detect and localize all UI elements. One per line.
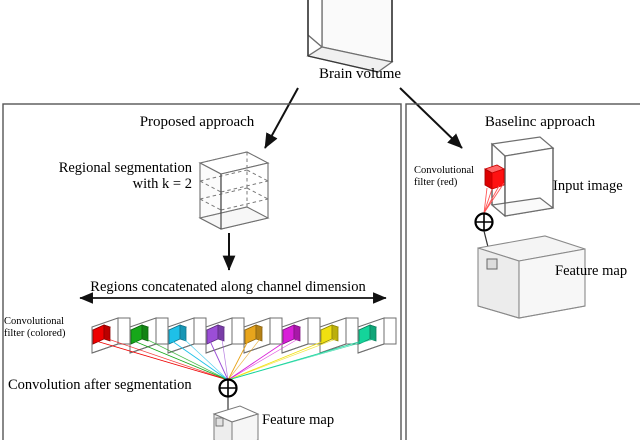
arrow-to-baseline [399, 87, 463, 149]
filter-convergence-rays [95, 338, 375, 381]
brain-volume-cube [306, 0, 394, 73]
regions-concatenated-label: Regions concatenated along channel dimen… [90, 279, 366, 295]
filter-cube-5 [243, 324, 264, 345]
region-box-8 [357, 317, 397, 354]
filter-ray-7 [227, 340, 325, 381]
regional-segmentation-label: Regional segmentation with k = 2 [58, 160, 192, 193]
filter-ray-5 [227, 340, 249, 381]
right-panel-frame [405, 103, 640, 440]
arrow-to-proposed [264, 87, 299, 149]
region-box-2 [129, 317, 169, 354]
region-filter-row [91, 317, 397, 354]
filter-ray-b-1 [107, 338, 229, 381]
feature-map-label-right: Feature map [555, 263, 628, 279]
filter-ray-b-4 [221, 338, 229, 381]
feature-map-label-left: Feature map [262, 412, 335, 428]
filter-cube-8 [357, 324, 378, 345]
conv-filter-colored-label: Convolutional filter (colored) [4, 316, 66, 339]
feature-map-cube-right [477, 235, 586, 319]
convolution-after-segmentation-label: Convolution after segmentation [8, 377, 192, 393]
segmentation-cube [198, 151, 270, 230]
filter-ray-3 [171, 340, 229, 381]
filter-ray-b-2 [145, 338, 229, 381]
filter-cube-1 [91, 324, 112, 345]
proposed-approach-title: Proposed approach [139, 114, 255, 130]
filter-ray-b-3 [183, 338, 229, 381]
baseline-approach-title: Baselinc approach [484, 114, 596, 130]
filter-cube-7 [319, 324, 340, 345]
baseline-filter-rays [483, 182, 505, 214]
filter-ray-b-7 [227, 338, 337, 381]
region-box-7 [319, 317, 359, 354]
feature-map-cube-left [212, 405, 260, 440]
filter-ray-1 [95, 340, 229, 381]
filter-ray-b-6 [227, 338, 299, 381]
left-panel-frame [2, 103, 402, 440]
filter-cube-3 [167, 324, 188, 345]
input-image-label: Input image [553, 178, 623, 194]
region-box-3 [167, 317, 207, 354]
conv-filter-red-label: Convolutional filter (red) [414, 165, 475, 188]
filter-ray-2 [133, 340, 229, 381]
filter-ray-b-5 [227, 338, 261, 381]
brain-volume-label: Brain volume [318, 66, 402, 82]
region-box-5 [243, 317, 283, 354]
input-image-cube [490, 136, 555, 218]
region-box-1 [91, 317, 131, 354]
filter-cube-4 [205, 324, 226, 345]
filter-cube-6 [281, 324, 302, 345]
filter-cube-2 [129, 324, 150, 345]
filter-ray-4 [209, 340, 229, 381]
filter-ray-6 [227, 340, 287, 381]
region-box-6 [281, 317, 321, 354]
filter-ray-b-8 [227, 338, 375, 381]
region-box-4 [205, 317, 245, 354]
